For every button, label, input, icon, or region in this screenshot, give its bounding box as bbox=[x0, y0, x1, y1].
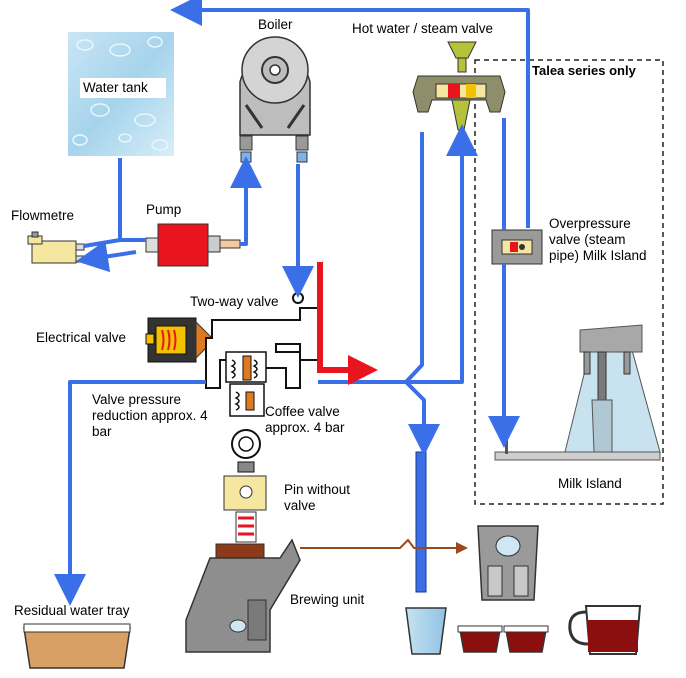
pump bbox=[145, 223, 241, 267]
label-residual-water-tray: Residual water tray bbox=[14, 603, 130, 618]
coffee-valve bbox=[225, 351, 267, 473]
electrical-valve bbox=[145, 317, 215, 363]
coffee-flow-arrow bbox=[300, 538, 468, 554]
label-pin-without-valve: Pin without valve bbox=[284, 482, 351, 513]
label-boiler: Boiler bbox=[258, 17, 293, 32]
water-tank bbox=[68, 32, 174, 156]
label-valve-pressure-reduction: Valve pressure reduction approx. 4 bar bbox=[92, 392, 208, 439]
boiler bbox=[239, 36, 311, 163]
label-coffee-valve: Coffee valve approx. 4 bar bbox=[265, 404, 345, 435]
label-two-way-valve: Two-way valve bbox=[190, 294, 279, 309]
dispense-container bbox=[477, 525, 539, 601]
flowmetre bbox=[27, 231, 85, 264]
water-glass bbox=[405, 607, 447, 655]
label-hot-water-steam-valve: Hot water / steam valve bbox=[352, 21, 494, 36]
label-pump: Pump bbox=[146, 202, 182, 217]
talea-series-box bbox=[474, 59, 664, 505]
pin-without-valve bbox=[223, 475, 267, 543]
flow-direction-arrow bbox=[317, 262, 378, 385]
label-talea-series-only: Talea series only bbox=[532, 63, 636, 78]
label-water-tank: Water tank bbox=[83, 80, 148, 95]
label-electrical-valve: Electrical valve bbox=[36, 330, 127, 345]
brewing-unit bbox=[185, 538, 301, 653]
coffee-mug bbox=[568, 605, 642, 655]
espresso-cups bbox=[457, 625, 549, 653]
water-outlet-pipe bbox=[415, 451, 427, 593]
label-milk-island: Milk Island bbox=[558, 476, 622, 491]
label-flowmetre: Flowmetre bbox=[11, 208, 75, 223]
hot-water-steam-valve bbox=[412, 41, 506, 131]
residual-water-tray bbox=[23, 623, 131, 669]
overpressure-valve bbox=[491, 229, 543, 265]
milk-island-unit bbox=[494, 324, 661, 461]
label-brewing-unit: Brewing unit bbox=[290, 592, 365, 607]
label-overpressure-valve: Overpressure valve (steam pipe) Milk Isl… bbox=[549, 216, 647, 263]
